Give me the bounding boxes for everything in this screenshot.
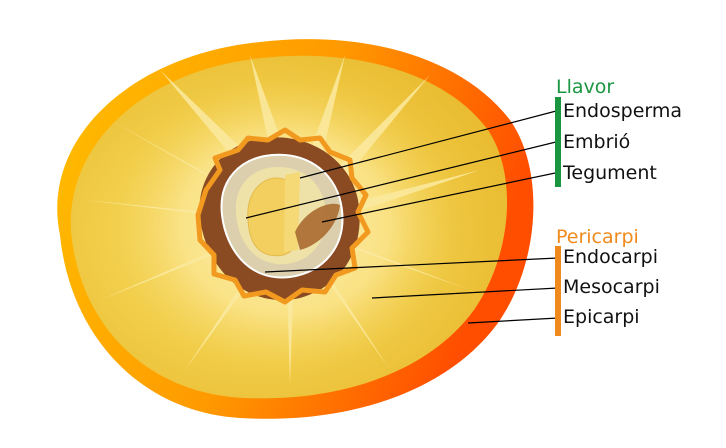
label-seed-coat: Tegument [562, 162, 657, 184]
leader-endocarp [264, 257, 559, 273]
label-embryo: Embrió [563, 131, 630, 153]
leader-embryo [245, 140, 561, 219]
leader-epicarp [467, 317, 559, 324]
leader-seed-coat [321, 171, 561, 223]
seed-group-title: Llavor [556, 76, 614, 98]
leader-lines [245, 109, 561, 324]
seed-coat-fold [295, 203, 340, 250]
pericarp-group-bar [555, 246, 561, 336]
label-mesocarp: Mesocarpi [563, 276, 660, 298]
label-endocarp: Endocarpi [563, 246, 658, 268]
seed-group-bar [555, 97, 561, 187]
endocarp-rim [195, 127, 371, 305]
leader-mesocarp [371, 287, 559, 299]
leader-endosperm [299, 109, 561, 179]
label-endosperm: Endosperma [563, 100, 682, 122]
pericarp-group-title: Pericarpi [556, 226, 639, 248]
label-epicarp: Epicarpi [563, 306, 640, 328]
